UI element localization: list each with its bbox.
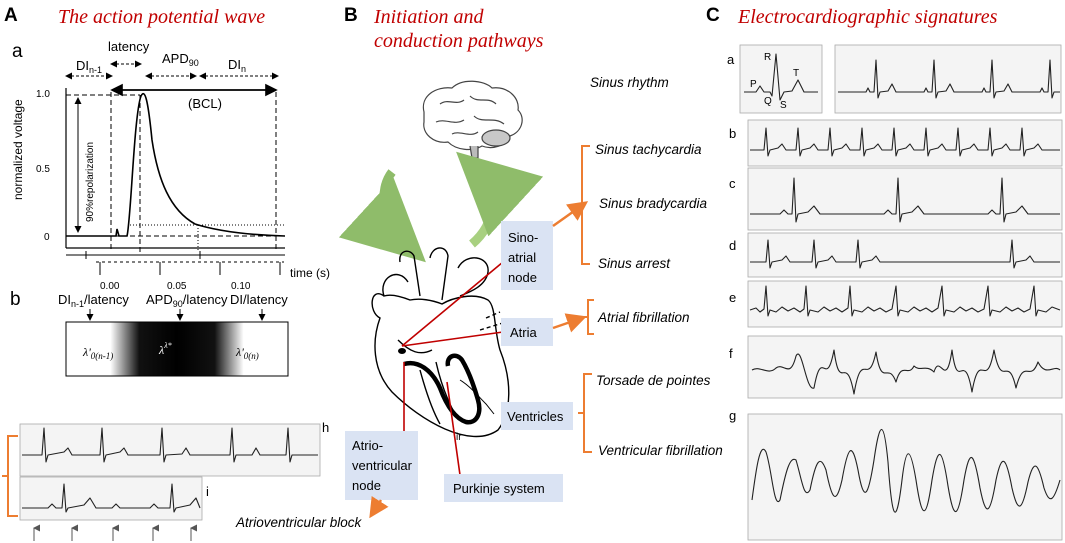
x-tick-000: 0.00 [100, 281, 120, 292]
cond-afib: Atrial fibrillation [597, 310, 690, 325]
panel-a-title: The action potential wave [58, 6, 265, 28]
cond-sinus-tachy: Sinus tachycardia [595, 142, 702, 157]
band-di-prev-label: DIn-1/latency [58, 292, 129, 309]
atria-arrow [552, 313, 587, 333]
cond-vfib: Ventricular fibrillation [598, 443, 723, 458]
lambda-left: λ'0(n-1) [82, 345, 113, 361]
band-apd-label: APD90/latency [146, 292, 228, 309]
y-tick-0: 0 [44, 232, 50, 243]
ecg-bracket [2, 435, 18, 517]
apd-label: APD90 [162, 51, 199, 68]
pqrst-wave [744, 53, 818, 101]
strip-b-label: b [729, 126, 736, 141]
heart-mark: ir [456, 432, 462, 443]
ecg-strip-b [750, 127, 1060, 157]
panel-a-letter: A [4, 5, 18, 26]
panel-a-sub-b: b [10, 289, 21, 310]
wave-q: Q [764, 96, 772, 107]
latency-label: latency [108, 39, 150, 54]
strip-e-label: e [729, 290, 736, 305]
y-tick-05: 0.5 [36, 164, 50, 175]
pointer-lines [401, 261, 504, 476]
p-wave-markers [33, 524, 197, 541]
atria-box [501, 318, 553, 346]
sa-node-l2: atrial [508, 250, 536, 265]
strip-d-label: d [729, 238, 736, 253]
ventricles-label: Ventricles [507, 409, 564, 424]
x-axis-label: time (s) [290, 266, 330, 280]
y-axis-label: normalized voltage [11, 99, 25, 200]
av-node-l1: Atrio- [352, 438, 383, 453]
panel-a: A The action potential wave a latency DI… [2, 5, 363, 541]
cond-sinus-brady: Sinus bradycardia [599, 196, 708, 211]
av-block-label: Atrioventricular block [235, 515, 363, 530]
ecg-strip-c [750, 177, 1060, 223]
panel-c-letter: C [706, 5, 720, 26]
strip-g-label: g [729, 408, 736, 423]
av-arrow [369, 495, 389, 519]
sa-node-box [501, 221, 553, 290]
ecg-strip-f [751, 349, 1061, 395]
purkinje-label: Purkinje system [453, 481, 545, 496]
panel-b-title-l1: Initiation and [373, 6, 484, 28]
strip-f-label: f [729, 346, 733, 361]
sa-arrow [552, 201, 589, 228]
ecg-i-label: i [206, 484, 209, 499]
panel-b-title-l2: conduction pathways [374, 30, 544, 52]
lambda-mid: λλ* [158, 341, 172, 357]
cond-torsade: Torsade de pointes [596, 373, 711, 388]
repol-label: 90%repolarization [85, 142, 96, 222]
ecg-strip-d [750, 239, 1060, 269]
ecg-strip-i [22, 483, 201, 513]
sa-node-l3: node [508, 270, 537, 285]
panel-a-sub-a: a [12, 41, 23, 62]
di-prev-label: DIn-1 [76, 58, 102, 75]
green-arrow-down [338, 169, 426, 263]
panel-b-letter: B [344, 5, 358, 26]
action-potential-curve [66, 93, 286, 237]
ventricles-bracket [578, 373, 592, 453]
atria-bracket [582, 299, 594, 335]
wave-p: P [750, 79, 757, 90]
x-tick-005: 0.05 [167, 281, 187, 292]
brain-icon [422, 80, 523, 159]
ecg-strip-g [751, 428, 1061, 513]
av-node-box [345, 431, 418, 500]
ecg-strip-h [22, 427, 318, 463]
ecg-h-label: h [322, 420, 329, 435]
av-node-l2: ventricular [352, 458, 413, 473]
ventricles-box [501, 402, 573, 430]
panel-c: C Electrocardiographic signatures a P Q … [706, 5, 1063, 541]
wave-t: T [793, 68, 799, 79]
purkinje-box [444, 474, 563, 502]
di-n-label: DIn [228, 57, 246, 74]
sa-node-l1: Sino- [508, 230, 538, 245]
cond-sinus-rhythm: Sinus rhythm [590, 75, 669, 90]
cond-sinus-arrest: Sinus arrest [598, 256, 671, 271]
x-tick-010: 0.10 [231, 281, 251, 292]
strip-c-label: c [729, 176, 736, 191]
lambda-right: λ'0(n) [235, 345, 259, 361]
ecg-strip-e [749, 285, 1061, 317]
y-tick-1: 1.0 [36, 89, 50, 100]
bcl-label: (BCL) [188, 96, 222, 111]
av-node-l3: node [352, 478, 381, 493]
ecg-strip-a [838, 59, 1060, 99]
wave-s: S [780, 100, 787, 111]
panel-c-title: Electrocardiographic signatures [737, 6, 998, 28]
heart-icon [371, 247, 510, 438]
atria-label: Atria [510, 325, 538, 340]
panel-b: B Initiation and conduction pathways ir [338, 5, 723, 519]
sa-bracket [576, 145, 590, 265]
wave-r: R [764, 52, 771, 63]
state-band [65, 321, 289, 377]
green-arrow-up [456, 151, 544, 248]
band-di-label: DI/latency [230, 292, 288, 307]
strip-a-label: a [727, 52, 735, 67]
